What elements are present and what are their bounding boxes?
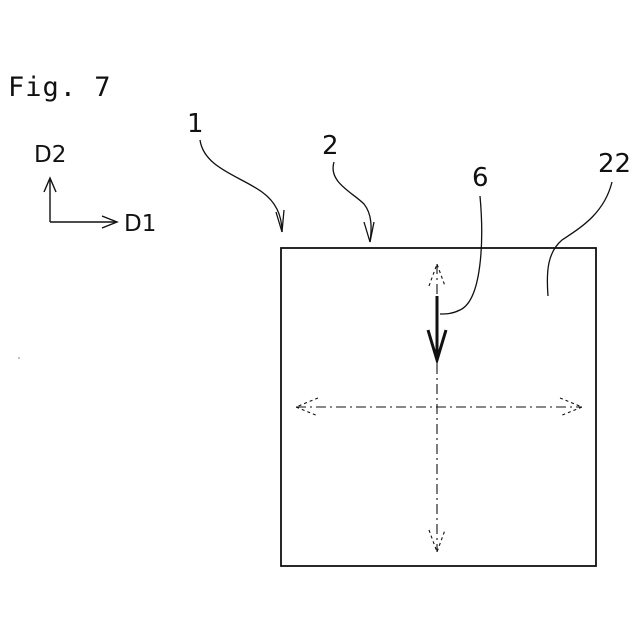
d2-label: D2 — [34, 142, 66, 168]
callout-22-leader — [547, 182, 612, 296]
callout-2-leader — [333, 162, 371, 242]
direction-indicator: D2 D1 — [34, 142, 156, 237]
d1-label: D1 — [124, 211, 156, 237]
horizontal-centerline — [296, 398, 582, 416]
bold-arrow-6 — [428, 296, 446, 360]
callout-2: 2 — [322, 131, 374, 242]
callout-1-leader — [200, 140, 282, 232]
callout-22-label: 22 — [598, 149, 631, 179]
callout-6-leader — [440, 196, 482, 314]
figure-title: Fig. 7 — [8, 72, 112, 103]
callout-1-arrowhead-icon — [276, 210, 284, 232]
callout-2-label: 2 — [322, 131, 339, 161]
stray-dot — [18, 357, 20, 359]
callout-22: 22 — [547, 149, 631, 296]
callout-2-arrowhead-icon — [364, 222, 374, 242]
callout-6-label: 6 — [472, 163, 489, 193]
callout-6: 6 — [440, 163, 489, 314]
callout-1-label: 1 — [187, 109, 204, 139]
callout-1: 1 — [187, 109, 284, 232]
